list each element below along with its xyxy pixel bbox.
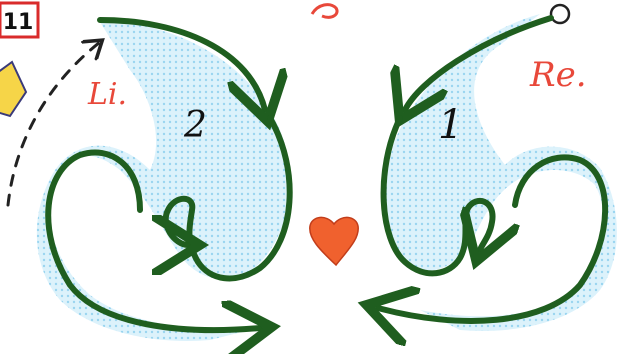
red-scribble [312,5,337,18]
left-number: 2 [183,105,207,146]
left-label: Li. [87,77,127,112]
heart-icon [310,217,358,265]
badge-text: 11 [3,10,34,35]
right-label: Re. [529,55,587,95]
right-number: 1 [438,102,463,148]
start-circle-icon [551,5,569,23]
page-badge: 11 [0,3,38,37]
pentagon-icon [0,62,26,116]
